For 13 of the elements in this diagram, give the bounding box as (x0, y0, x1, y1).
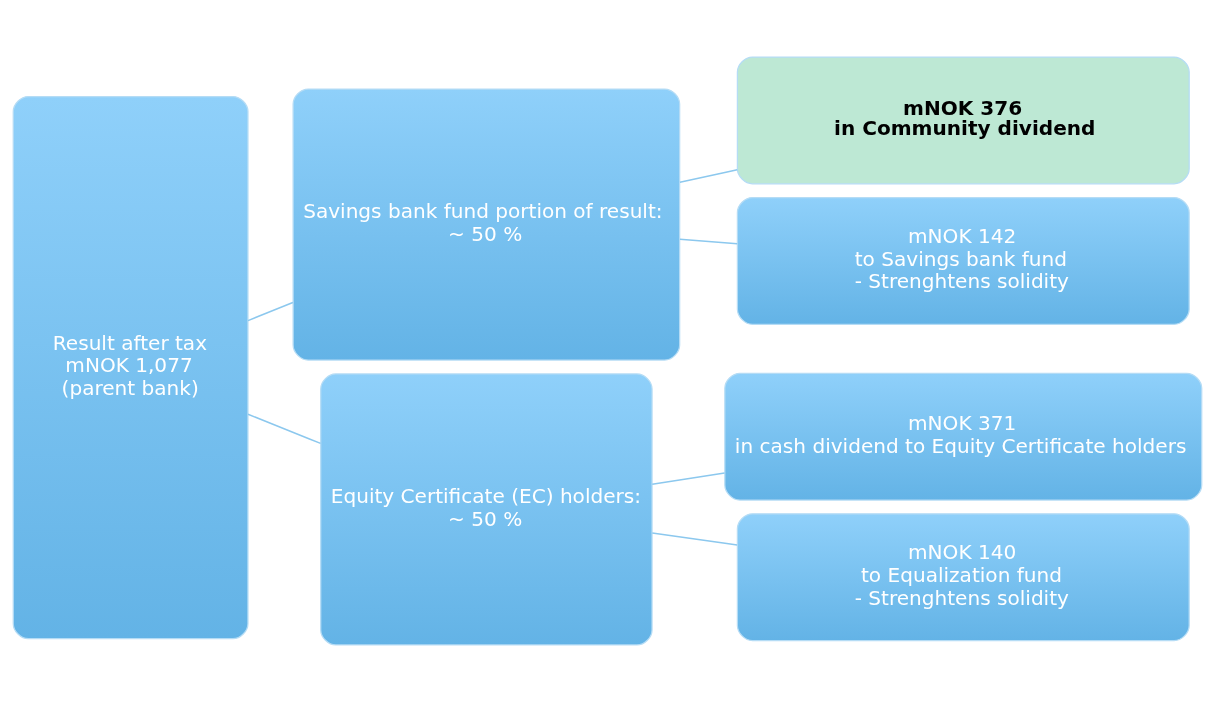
connector (247, 301, 294, 321)
node-box: Equity Certificate (EC) holders: ~ 50 % (320, 372, 653, 646)
node-box: mNOK 371 in cash dividend to Equity Certificate holders (724, 372, 1203, 501)
connector (679, 168, 738, 183)
node-box: mNOK 142 to Savings bank fund - Strenghtens solidity (736, 196, 1190, 325)
node-box: Savings bank fund portion of result: ~ 50 % (292, 87, 681, 361)
connector (679, 238, 738, 244)
node-box: mNOK 376 in Community dividend (736, 55, 1190, 184)
node-box: mNOK 140 to Equalization fund - Strenghtens solidity (736, 512, 1190, 641)
connector (247, 413, 322, 444)
connector (651, 471, 726, 485)
node-box: Result after tax mNOK 1,077 (parent bank) (12, 95, 249, 639)
connector (651, 531, 738, 546)
